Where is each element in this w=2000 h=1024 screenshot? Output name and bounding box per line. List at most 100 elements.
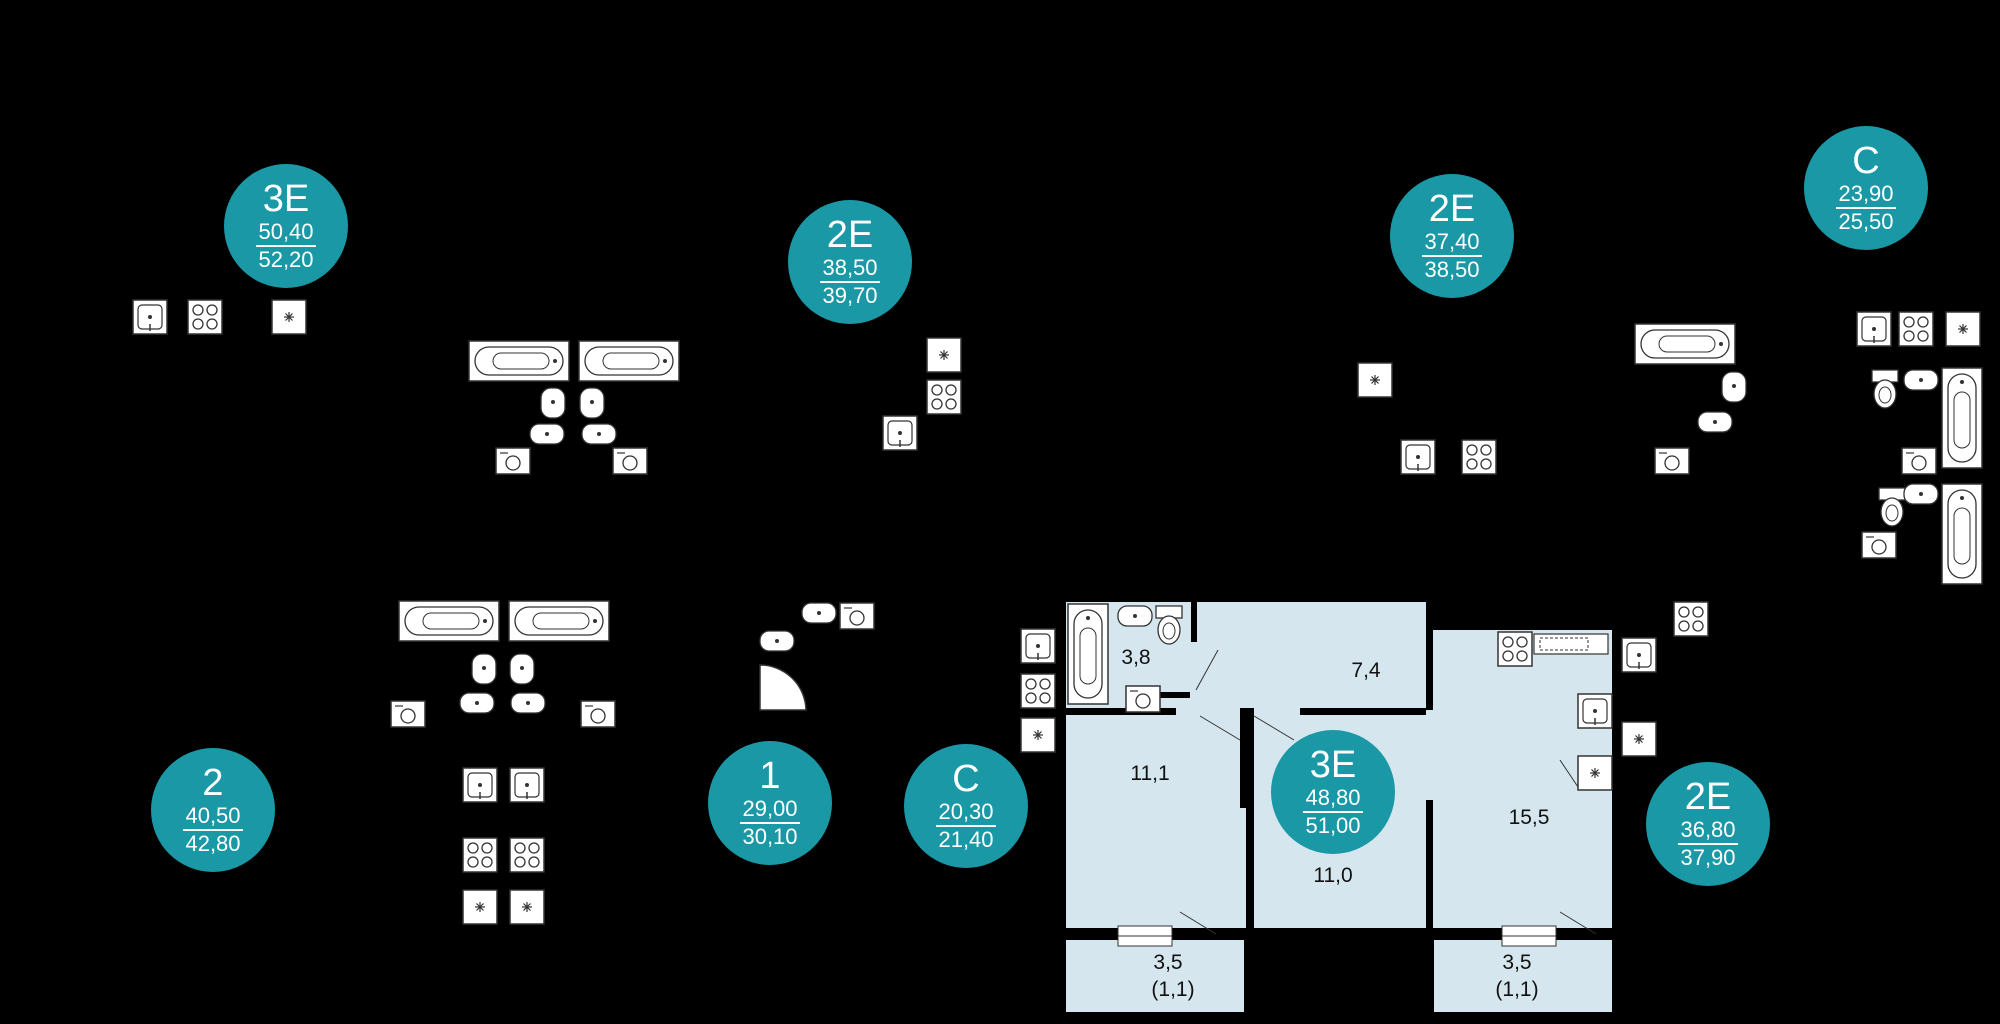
stove-icon bbox=[1673, 601, 1709, 637]
sink-icon bbox=[801, 602, 837, 624]
stove-icon bbox=[1020, 673, 1056, 709]
apartment-area-total: 20,30 bbox=[936, 799, 996, 827]
apartment-area-full: 21,40 bbox=[938, 826, 994, 852]
sink-icon bbox=[1117, 605, 1153, 627]
apartment-badge-2-bottom-left[interactable]: 2 40,50 42,80 bbox=[151, 748, 275, 872]
ventilation-icon bbox=[926, 337, 962, 373]
apartment-area-full: 37,90 bbox=[1680, 844, 1736, 870]
room-area-bedroom-middle: 11,0 bbox=[1313, 864, 1353, 887]
balcony-left-area: 3,5 bbox=[1153, 951, 1183, 974]
apartment-area-full: 38,50 bbox=[1424, 256, 1480, 282]
washing-machine-icon bbox=[1654, 447, 1690, 475]
apartment-badge-c-top[interactable]: C 23,90 25,50 bbox=[1804, 126, 1928, 250]
sink-icon bbox=[1856, 311, 1892, 347]
stove-icon bbox=[1461, 439, 1497, 475]
sink-icon bbox=[579, 387, 605, 419]
fixtures-upper-center-left bbox=[468, 340, 680, 475]
stove-icon bbox=[462, 837, 498, 873]
sink-icon bbox=[459, 692, 495, 714]
fixtures-far-right bbox=[1856, 311, 1983, 585]
balcony-left[interactable] bbox=[1066, 940, 1244, 1012]
toilet-icon bbox=[1878, 487, 1906, 527]
ventilation-icon bbox=[1577, 755, 1613, 791]
balcony-left-reduced: (1,1) bbox=[1151, 978, 1195, 1001]
apartment-badge-c-bottom[interactable]: C 20,30 21,40 bbox=[904, 744, 1028, 868]
apartment-type: 3E bbox=[262, 177, 310, 220]
bathtub-icon bbox=[578, 340, 680, 382]
apartment-badge-2e-top-right[interactable]: 2E 37,40 38,50 bbox=[1390, 174, 1514, 298]
apartment-area-full: 52,20 bbox=[258, 246, 314, 272]
sink-icon bbox=[1020, 628, 1056, 664]
apartment-type: 2E bbox=[1684, 775, 1732, 818]
washing-machine-icon bbox=[612, 447, 648, 475]
sink-icon bbox=[1903, 483, 1939, 505]
stove-icon bbox=[1898, 311, 1934, 347]
sink-icon bbox=[759, 630, 795, 652]
bathtub-icon bbox=[1067, 603, 1109, 705]
balcony-right-area: 3,5 bbox=[1502, 951, 1532, 974]
apartment-area-total: 23,90 bbox=[1836, 181, 1896, 209]
sink-icon bbox=[462, 767, 498, 803]
sink-icon bbox=[540, 387, 566, 419]
sink-icon bbox=[132, 299, 168, 335]
selected-apartment[interactable] bbox=[1066, 601, 1709, 1012]
apartment-area-total: 48,80 bbox=[1303, 785, 1363, 813]
ventilation-icon bbox=[1357, 362, 1393, 398]
washing-machine-icon bbox=[839, 602, 875, 630]
sink-icon bbox=[1697, 411, 1733, 433]
apartment-area-total: 40,50 bbox=[183, 803, 243, 831]
toilet-icon bbox=[1871, 369, 1899, 409]
bathtub-icon bbox=[1941, 367, 1983, 469]
sink-icon bbox=[471, 653, 497, 685]
room-area-hall: 7,4 bbox=[1351, 659, 1381, 682]
sink-icon bbox=[581, 423, 617, 445]
sink-icon bbox=[1577, 693, 1613, 729]
ventilation-icon bbox=[1621, 721, 1657, 757]
bathtub-icon bbox=[398, 600, 500, 642]
apartment-area-total: 36,80 bbox=[1678, 817, 1738, 845]
balcony-right-reduced: (1,1) bbox=[1495, 978, 1539, 1001]
apartment-badge-2e-bottom-right[interactable]: 2E 36,80 37,90 bbox=[1646, 762, 1770, 886]
door-swings bbox=[1179, 649, 1597, 935]
apartment-badge-1[interactable]: 1 29,00 30,10 bbox=[708, 741, 832, 865]
apartment-badge-3e-top[interactable]: 3E 50,40 52,20 bbox=[224, 164, 348, 288]
sink-icon bbox=[510, 692, 546, 714]
sink-icon bbox=[509, 653, 535, 685]
apartment-type: C bbox=[952, 757, 980, 800]
washing-machine-icon bbox=[580, 700, 616, 728]
apartment-type: C bbox=[1852, 139, 1880, 182]
apartment-area-full: 30,10 bbox=[742, 823, 798, 849]
ventilation-icon bbox=[1945, 311, 1981, 347]
room-area-bedroom-left: 11,1 bbox=[1130, 762, 1170, 785]
walls bbox=[1066, 602, 1612, 940]
stove-icon bbox=[1497, 631, 1533, 667]
apartment-type: 3E bbox=[1309, 743, 1357, 786]
bathtub-icon bbox=[1941, 483, 1983, 585]
apartment-type: 2E bbox=[1428, 187, 1476, 230]
ventilation-icon bbox=[462, 889, 498, 925]
ventilation-icon bbox=[271, 299, 307, 335]
washing-machine-icon bbox=[1125, 685, 1161, 713]
bathtub-icon bbox=[1634, 323, 1736, 365]
stove-icon bbox=[926, 379, 962, 415]
apartment-area-total: 29,00 bbox=[740, 796, 800, 824]
apartment-area-total: 38,50 bbox=[820, 255, 880, 283]
apartment-badge-2e-top-center[interactable]: 2E 38,50 39,70 bbox=[788, 200, 912, 324]
balcony-right[interactable] bbox=[1434, 940, 1612, 1012]
sink-icon bbox=[529, 423, 565, 445]
apartment-area-full: 51,00 bbox=[1305, 812, 1361, 838]
washing-machine-icon bbox=[1901, 447, 1937, 475]
bathtub-icon bbox=[508, 600, 610, 642]
balcony-doors bbox=[1117, 925, 1557, 947]
apartment-badge-3e-selected[interactable]: 3E 48,80 51,00 bbox=[1271, 730, 1395, 854]
washing-machine-icon bbox=[1861, 531, 1897, 559]
washing-machine-icon bbox=[390, 700, 426, 728]
apartment-type: 2E bbox=[826, 213, 874, 256]
ventilation-icon bbox=[1020, 717, 1056, 753]
kitchen-counter bbox=[1533, 633, 1609, 655]
fixtures-top-left bbox=[132, 299, 307, 335]
washing-machine-icon bbox=[495, 447, 531, 475]
stove-icon bbox=[509, 837, 545, 873]
fixtures-upper-center bbox=[882, 337, 962, 451]
